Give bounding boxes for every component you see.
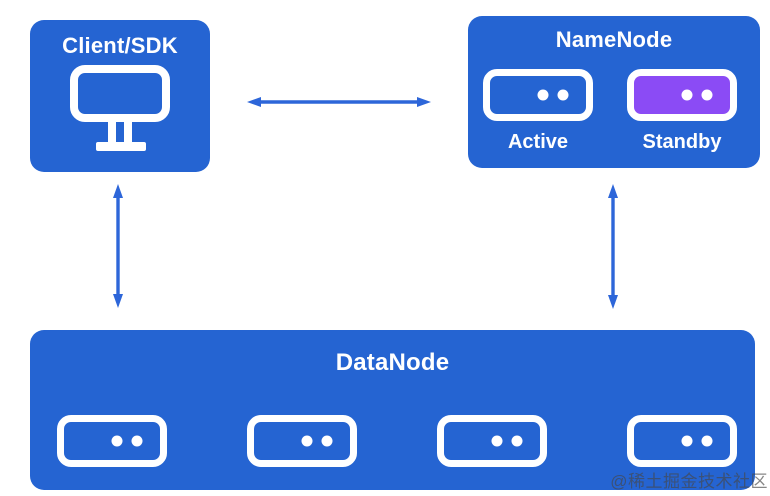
client-sdk-title: Client/SDK [62,33,178,58]
server-led-icon [511,435,523,447]
active-label: Active [507,131,569,153]
namenode-servers: Active Standby [483,69,737,154]
server-led-icon [701,435,713,447]
namenode-box: NameNode Active Standby [468,16,760,168]
datanode-server-icon [247,415,357,467]
client-namenode-arrow-icon [247,97,431,107]
server-led-icon [557,89,569,101]
datanode-title: DataNode [335,349,450,376]
namenode-datanode-arrow-icon [608,184,618,309]
standby-label: Standby [642,131,722,153]
namenode-server-active: Active [483,69,593,154]
server-led-icon [681,89,693,101]
watermark: @稀土掘金技术社区 [610,472,768,491]
server-led-icon [111,435,123,447]
server-led-icon [321,435,333,447]
server-led-icon [701,89,713,101]
server-led-icon [537,89,549,101]
namenode-title: NameNode [555,27,673,52]
datanode-server-icon [57,415,167,467]
server-led-icon [301,435,313,447]
standby-server-icon [627,69,737,121]
datanode-server-icon [437,415,547,467]
server-led-icon [681,435,693,447]
datanode-servers [57,415,737,467]
server-led-icon [131,435,143,447]
client-sdk-box: Client/SDK [30,20,210,172]
datanode-box: DataNode [30,330,755,490]
active-server-icon [483,69,593,121]
server-led-icon [491,435,503,447]
client-datanode-arrow-icon [113,184,123,308]
datanode-server-icon [627,415,737,467]
monitor-icon [70,65,170,151]
namenode-server-standby: Standby [627,69,737,154]
